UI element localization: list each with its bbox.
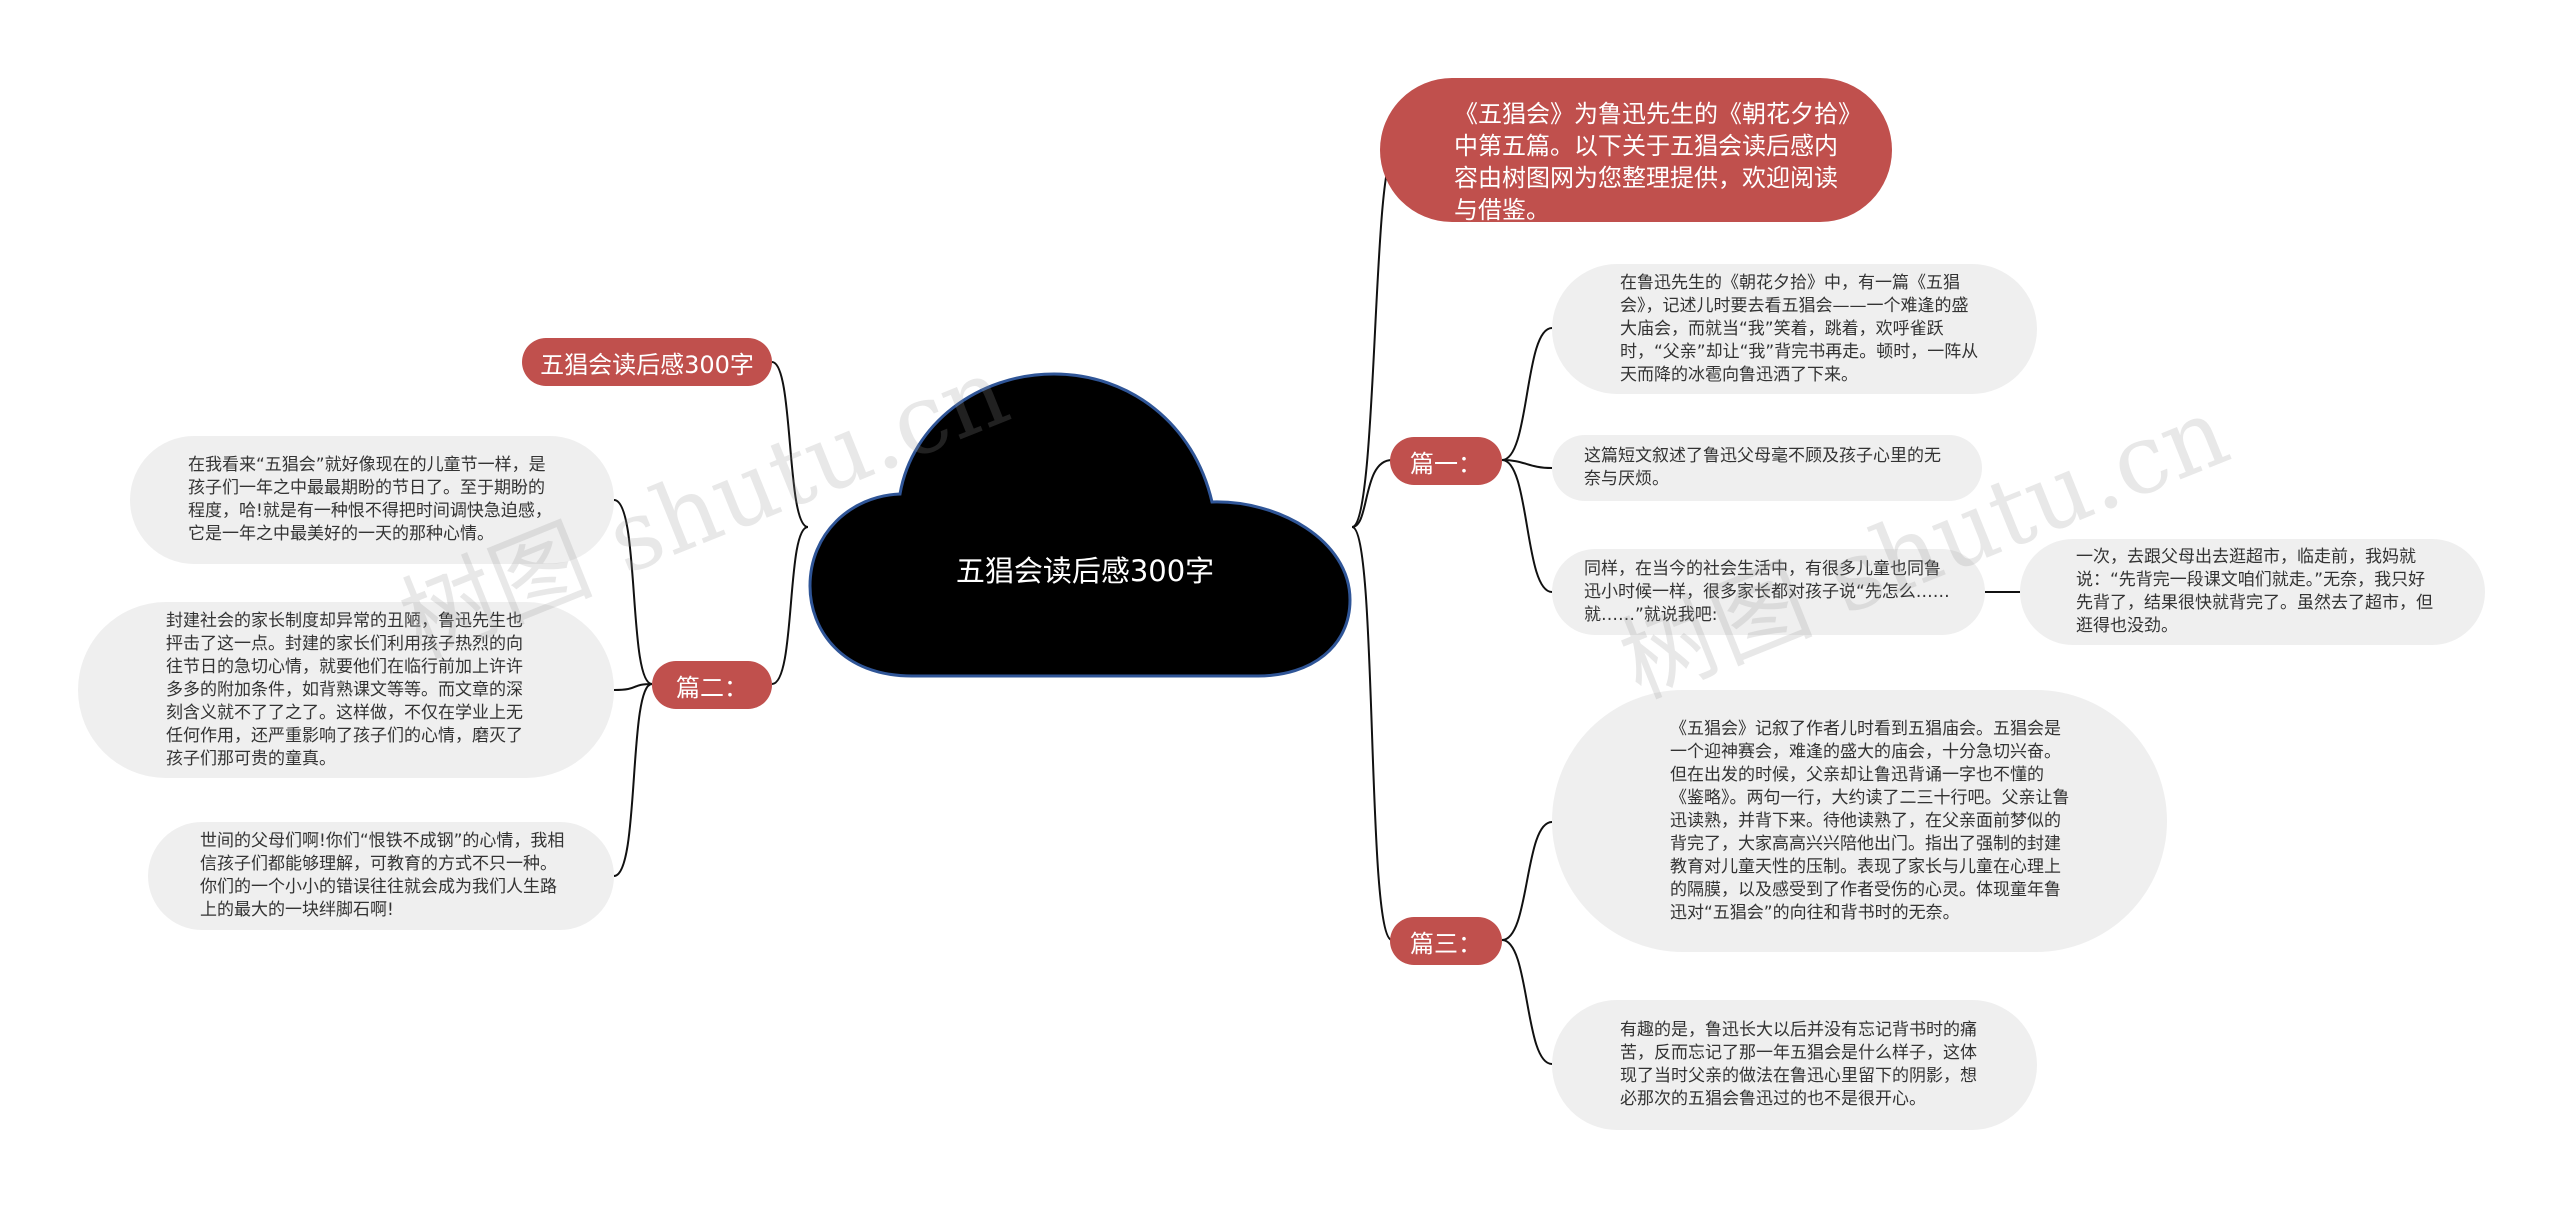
- branch1-item-1[interactable]: 在鲁迅先生的《朝花夕拾》中，有一篇《五猖会》，记述儿时要去看五猖会——一个难逢的…: [1552, 264, 2037, 394]
- branch2-item-1[interactable]: 在我看来“五猖会”就好像现在的儿童节一样，是孩子们一年之中最最期盼的节日了。至于…: [130, 436, 614, 564]
- branch3-item-1[interactable]: 《五猖会》记叙了作者儿时看到五猖庙会。五猖会是一个迎神赛会，难逢的盛大的庙会，十…: [1552, 690, 2167, 952]
- branch3-item-2-text: 有趣的是，鲁迅长大以后并没有忘记背书时的痛苦，反而忘记了那一年五猖会是什么样子，…: [1620, 1020, 1977, 1109]
- branch1-item-3-text: 同样，在当今的社会生活中，有很多儿童也同鲁迅小时候一样，很多家长都对孩子说“先怎…: [1584, 558, 1950, 625]
- branch-part1-label: 篇一：: [1410, 449, 1482, 478]
- branch3-item-1-text: 《五猖会》记叙了作者儿时看到五猖庙会。五猖会是一个迎神赛会，难逢的盛大的庙会，十…: [1670, 718, 2070, 923]
- connector-branch1-item3: [1501, 459, 1553, 593]
- connector-center-branch1: [1351, 459, 1393, 528]
- branch1-item-3[interactable]: 同样，在当今的社会生活中，有很多儿童也同鲁迅小时候一样，很多家长都对孩子说“先怎…: [1552, 549, 1985, 635]
- branch3-item-2[interactable]: 有趣的是，鲁迅长大以后并没有忘记背书时的痛苦，反而忘记了那一年五猖会是什么样子，…: [1552, 1000, 2037, 1130]
- branch2-item-1-text: 在我看来“五猖会”就好像现在的儿童节一样，是孩子们一年之中最最期盼的节日了。至于…: [188, 455, 552, 544]
- branch2-item-3[interactable]: 世间的父母们啊!你们“恨铁不成钢”的心情，我相信孩子们都能够理解，可教育的方式不…: [148, 822, 614, 930]
- branch2-item-2-text: 封建社会的家长制度却异常的丑陋，鲁迅先生也抨击了这一点。封建的家长们利用孩子热烈…: [166, 610, 523, 769]
- branch-label-part3[interactable]: 篇三：: [1390, 917, 1502, 965]
- left-title-node[interactable]: 五猖会读后感300字: [522, 338, 772, 386]
- branch2-item-2[interactable]: 封建社会的家长制度却异常的丑陋，鲁迅先生也抨击了这一点。封建的家长们利用孩子热烈…: [78, 602, 614, 778]
- branch-label-part1[interactable]: 篇一：: [1390, 437, 1502, 485]
- intro-node[interactable]: 《五猖会》为鲁迅先生的《朝花夕拾》中第五篇。以下关于五猖会读后感内容由树图网为您…: [1380, 78, 1892, 224]
- connector-branch1-item1: [1501, 327, 1553, 461]
- connector-center-branch2: [771, 526, 809, 685]
- branch-part2-label: 篇二：: [676, 673, 748, 702]
- connector-branch1-item2: [1501, 459, 1553, 469]
- connector-branch2-item2: [613, 683, 653, 691]
- branch-part3-label: 篇三：: [1410, 929, 1482, 958]
- branch1-subitem-text: 一次，去跟父母出去逛超市，临走前，我妈就说：“先背完一段课文咱们就走。”无奈，我…: [2076, 547, 2433, 636]
- connector-branch3-item1: [1501, 821, 1553, 941]
- left-title-text: 五猖会读后感300字: [540, 350, 754, 379]
- connector-center-lefttitle: [771, 361, 809, 528]
- branch1-subitem[interactable]: 一次，去跟父母出去逛超市，临走前，我妈就说：“先背完一段课文咱们就走。”无奈，我…: [2020, 539, 2485, 645]
- branch1-item-1-text: 在鲁迅先生的《朝花夕拾》中，有一篇《五猖会》，记述儿时要去看五猖会——一个难逢的…: [1620, 272, 1979, 385]
- branch2-item-3-text: 世间的父母们啊!你们“恨铁不成钢”的心情，我相信孩子们都能够理解，可教育的方式不…: [200, 831, 565, 920]
- center-cloud-shape: [808, 372, 1352, 678]
- intro-text: 《五猖会》为鲁迅先生的《朝花夕拾》中第五篇。以下关于五猖会读后感内容由树图网为您…: [1454, 100, 1850, 224]
- connector-branch3-item2: [1501, 939, 1553, 1065]
- connector-branch2-item3: [613, 683, 653, 877]
- connector-branch2-item1: [613, 499, 653, 685]
- branch1-item-2-text: 这篇短文叙述了鲁迅父母毫不顾及孩子心里的无奈与厌烦。: [1584, 446, 1941, 489]
- center-topic-title[interactable]: 五猖会读后感300字: [955, 554, 1215, 588]
- branch-label-part2[interactable]: 篇二：: [652, 661, 772, 709]
- connector-center-branch3: [1351, 526, 1393, 941]
- branch1-item-2[interactable]: 这篇短文叙述了鲁迅父母毫不顾及孩子心里的无奈与厌烦。: [1552, 435, 1982, 501]
